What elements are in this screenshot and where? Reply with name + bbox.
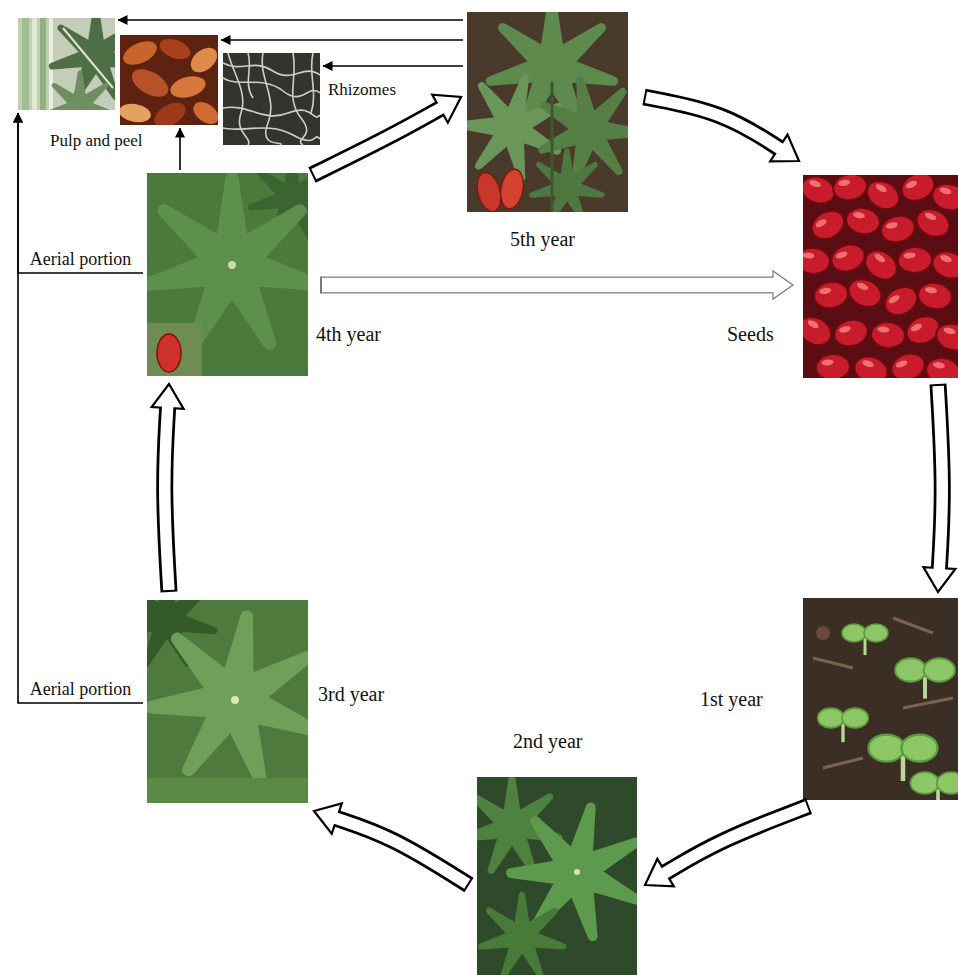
cycle-arrow-fill	[165, 405, 169, 590]
photo-node: 3rd year	[147, 600, 308, 803]
cycle-arrow-fill	[314, 107, 442, 174]
connector	[180, 128, 181, 170]
photo-node: Rhizomes	[223, 53, 320, 145]
photo-node: 1st year	[803, 598, 958, 800]
second-year-photo	[465, 777, 653, 975]
photo-node: 2nd year	[477, 777, 637, 975]
harvest-arrow	[18, 113, 143, 273]
cycle-arrow-fill	[334, 818, 467, 884]
cycle-arrow-fill	[938, 386, 942, 571]
rhizomes-photo	[223, 53, 320, 145]
connector	[18, 113, 143, 273]
photo-node: 5th year	[467, 12, 628, 212]
edge-label: Aerial portion	[28, 249, 133, 270]
connector	[645, 806, 809, 886]
stage-label: Rhizomes	[328, 80, 396, 100]
photo-node	[18, 18, 115, 110]
stage-label: 4th year	[316, 323, 381, 346]
harvest-arrow	[179, 128, 181, 170]
connector	[323, 66, 463, 67]
cycle-arrow-head	[152, 384, 184, 409]
stage-label: 2nd year	[513, 730, 582, 753]
third-year-photo	[120, 572, 328, 803]
harvest-arrow	[221, 39, 463, 41]
harvest-arrow	[323, 65, 463, 67]
connector	[644, 97, 799, 161]
stage-label: Pulp and peel	[50, 131, 143, 151]
photo-node: Seeds	[803, 175, 958, 378]
cycle-arrow-head	[923, 567, 955, 592]
connector	[320, 271, 793, 299]
cycle-arrow-head	[773, 271, 793, 299]
connector	[312, 95, 461, 175]
harvest-arrow	[118, 19, 463, 21]
stage-label: 3rd year	[318, 683, 384, 706]
connector	[152, 384, 184, 592]
stage-label: 1st year	[700, 688, 763, 711]
harvest-arrow	[18, 113, 143, 703]
stage-label: Seeds	[727, 323, 774, 346]
cycle-arrow-fill	[663, 807, 807, 874]
connector	[221, 40, 463, 41]
fourth-year-photo	[147, 156, 333, 376]
connector	[18, 113, 143, 703]
first-year-photo	[803, 598, 958, 809]
photo-node: Pulp and peel	[120, 35, 218, 125]
fifth-year-photo	[452, 4, 646, 219]
cycle-arrow-fill	[322, 278, 776, 293]
connector	[118, 20, 463, 21]
connector	[923, 384, 955, 592]
stage-label: 5th year	[510, 228, 575, 251]
photo-node: 4th year	[147, 173, 308, 376]
seeds-photo	[794, 168, 958, 388]
connector	[314, 803, 469, 885]
pulp-peel-photo	[118, 35, 223, 132]
cycle-arrow-fill	[646, 97, 781, 149]
edge-label: Aerial portion	[28, 679, 133, 700]
